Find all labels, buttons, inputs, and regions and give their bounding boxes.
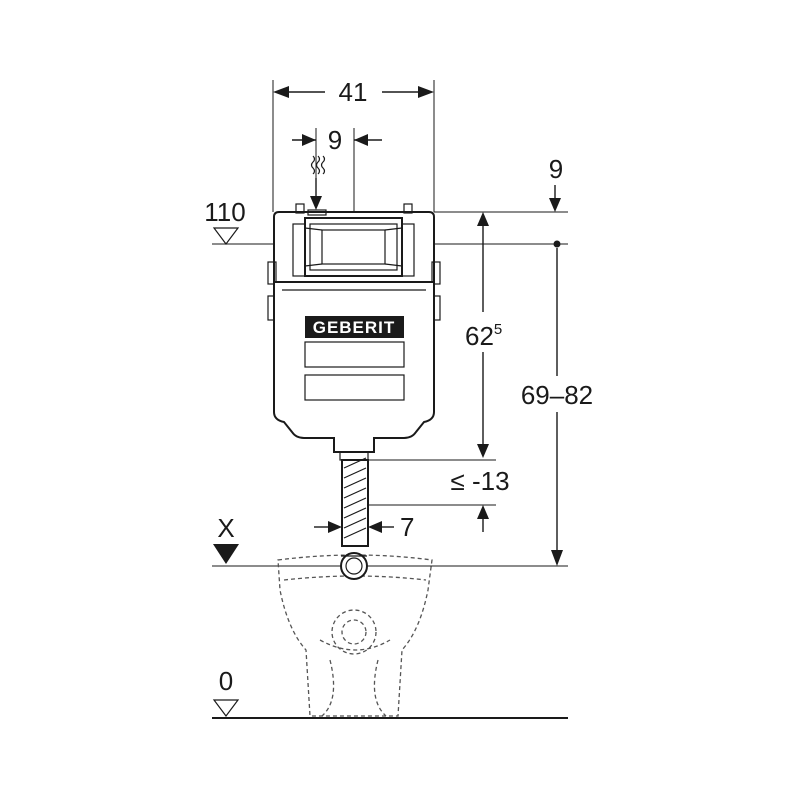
dimension-width-inlet: 9 bbox=[292, 125, 382, 212]
level-triangle-icon bbox=[212, 227, 240, 245]
level-110-marker: 110 bbox=[204, 197, 300, 245]
label-width-inlet: 9 bbox=[328, 125, 342, 155]
level-triangle-icon bbox=[213, 544, 239, 564]
geberit-logo bbox=[305, 316, 404, 338]
label-level-110: 110 bbox=[204, 197, 245, 227]
label-width-total: 41 bbox=[339, 77, 368, 107]
wavy-water-inlet-icon bbox=[310, 155, 326, 210]
label-pipe-width: 7 bbox=[400, 512, 414, 542]
dimension-height-main: 625 bbox=[434, 212, 568, 458]
geberit-logo-text: GEBERIT bbox=[313, 318, 396, 337]
label-height-main: 625 bbox=[465, 321, 502, 351]
label-level-x: X bbox=[217, 513, 234, 543]
toilet-bowl-outline bbox=[277, 552, 433, 717]
dimension-pipe-width: 7 bbox=[314, 512, 414, 542]
dimension-height-range: 69–82 bbox=[521, 240, 593, 566]
flush-pipe bbox=[341, 457, 496, 547]
level-triangle-icon bbox=[212, 699, 240, 717]
label-pipe-offset: ≤ -13 bbox=[450, 466, 509, 496]
dimension-top-offset: 9 bbox=[434, 154, 568, 213]
floor-level-marker: 0 bbox=[212, 666, 568, 719]
label-top-offset: 9 bbox=[549, 154, 563, 184]
dimension-width-total: 41 bbox=[272, 77, 435, 212]
dimension-pipe-offset: ≤ -13 bbox=[450, 466, 510, 532]
level-x-marker: X bbox=[212, 513, 568, 567]
label-height-range: 69–82 bbox=[521, 380, 593, 410]
label-level-zero: 0 bbox=[219, 666, 233, 696]
cistern-body: GEBERIT bbox=[267, 203, 441, 461]
